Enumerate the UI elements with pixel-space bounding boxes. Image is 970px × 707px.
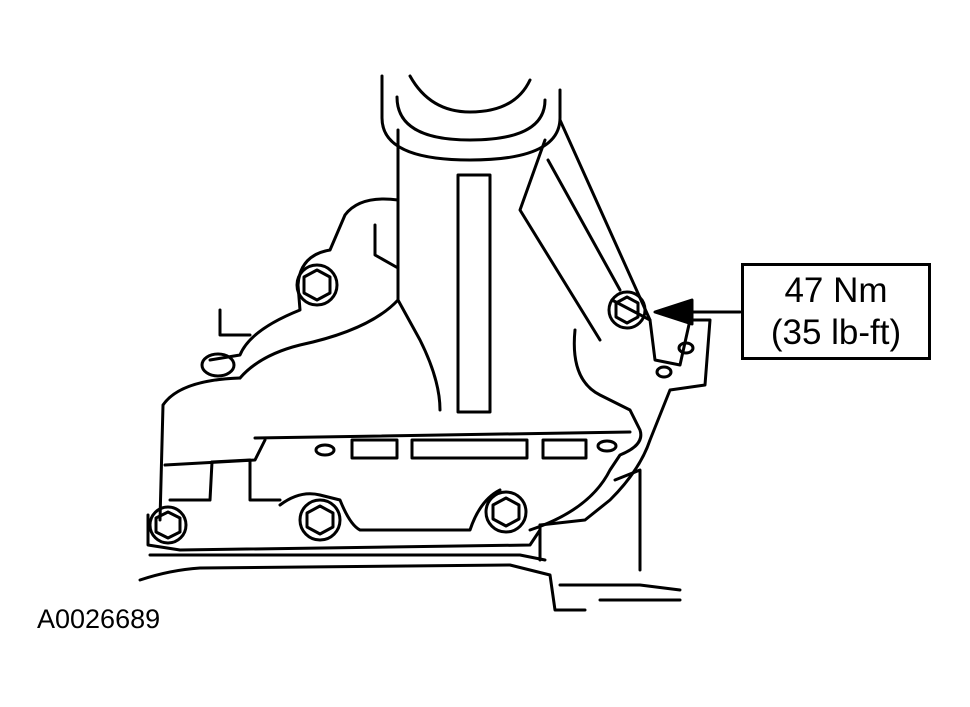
- housing-slots: [314, 341, 695, 460]
- lower-right-bolt: [484, 490, 528, 534]
- left-small-bolt: [200, 352, 236, 378]
- main-housing: [158, 298, 712, 532]
- torque-arrow: [653, 298, 742, 326]
- left-flange: [208, 197, 400, 380]
- lower-center-bolt: [298, 498, 342, 542]
- neck-tube: [380, 74, 652, 342]
- lower-left-bolt: [148, 505, 188, 545]
- target-bolt: [607, 290, 647, 330]
- center-rib: [456, 173, 492, 414]
- figure-id-label: A0026689: [37, 604, 161, 634]
- torque-callout-box: 47 Nm (35 lb-ft): [741, 263, 931, 360]
- upper-left-bolt: [295, 263, 339, 307]
- torque-metric-label: 47 Nm: [784, 270, 888, 310]
- lower-flange: [138, 468, 682, 612]
- torque-imperial-label: (35 lb-ft): [770, 312, 902, 352]
